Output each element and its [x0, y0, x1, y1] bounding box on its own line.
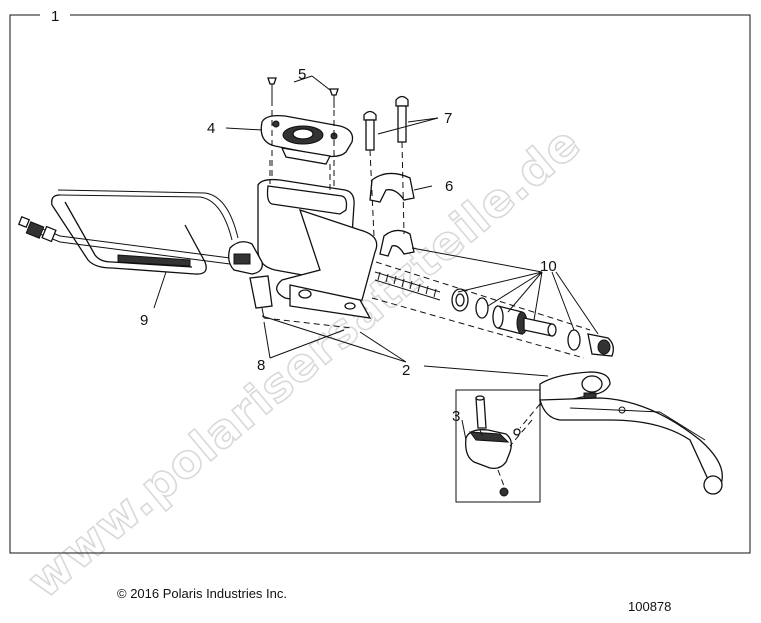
callout-7: 7 — [444, 110, 452, 127]
callout-2: 2 — [402, 362, 410, 379]
brake-hose — [17, 189, 239, 275]
pivot-kit-detail — [455, 389, 541, 503]
callout-10: 10 — [540, 258, 557, 275]
piston-assembly — [371, 261, 614, 359]
callout-5: 5 — [298, 66, 306, 83]
reservoir-cover — [260, 114, 354, 165]
pivot-pin — [475, 397, 487, 429]
banjo-bolt — [249, 275, 273, 309]
alignment-lines — [269, 100, 405, 237]
hose-fitting — [25, 221, 45, 239]
master-cylinder-body — [228, 178, 378, 319]
copyright-text: © 2016 Polaris Industries Inc. — [117, 586, 287, 601]
cover-screws — [267, 77, 339, 108]
diagram-frame — [9, 14, 751, 554]
callout-8: 8 — [257, 357, 265, 374]
document-number: 100878 — [628, 599, 672, 614]
callout-6: 6 — [445, 178, 453, 195]
circlip — [499, 487, 509, 497]
o-ring — [475, 297, 489, 319]
detail-box — [455, 389, 541, 503]
brake-lever — [539, 371, 723, 495]
boot-ring — [567, 329, 581, 351]
frame-label: 1 — [51, 8, 59, 25]
clamp-bolts — [363, 95, 409, 151]
leader-lines — [153, 75, 599, 441]
callout-9: 9 — [140, 312, 148, 329]
callout-4: 4 — [207, 120, 215, 137]
callout-3: 3 — [452, 408, 460, 425]
